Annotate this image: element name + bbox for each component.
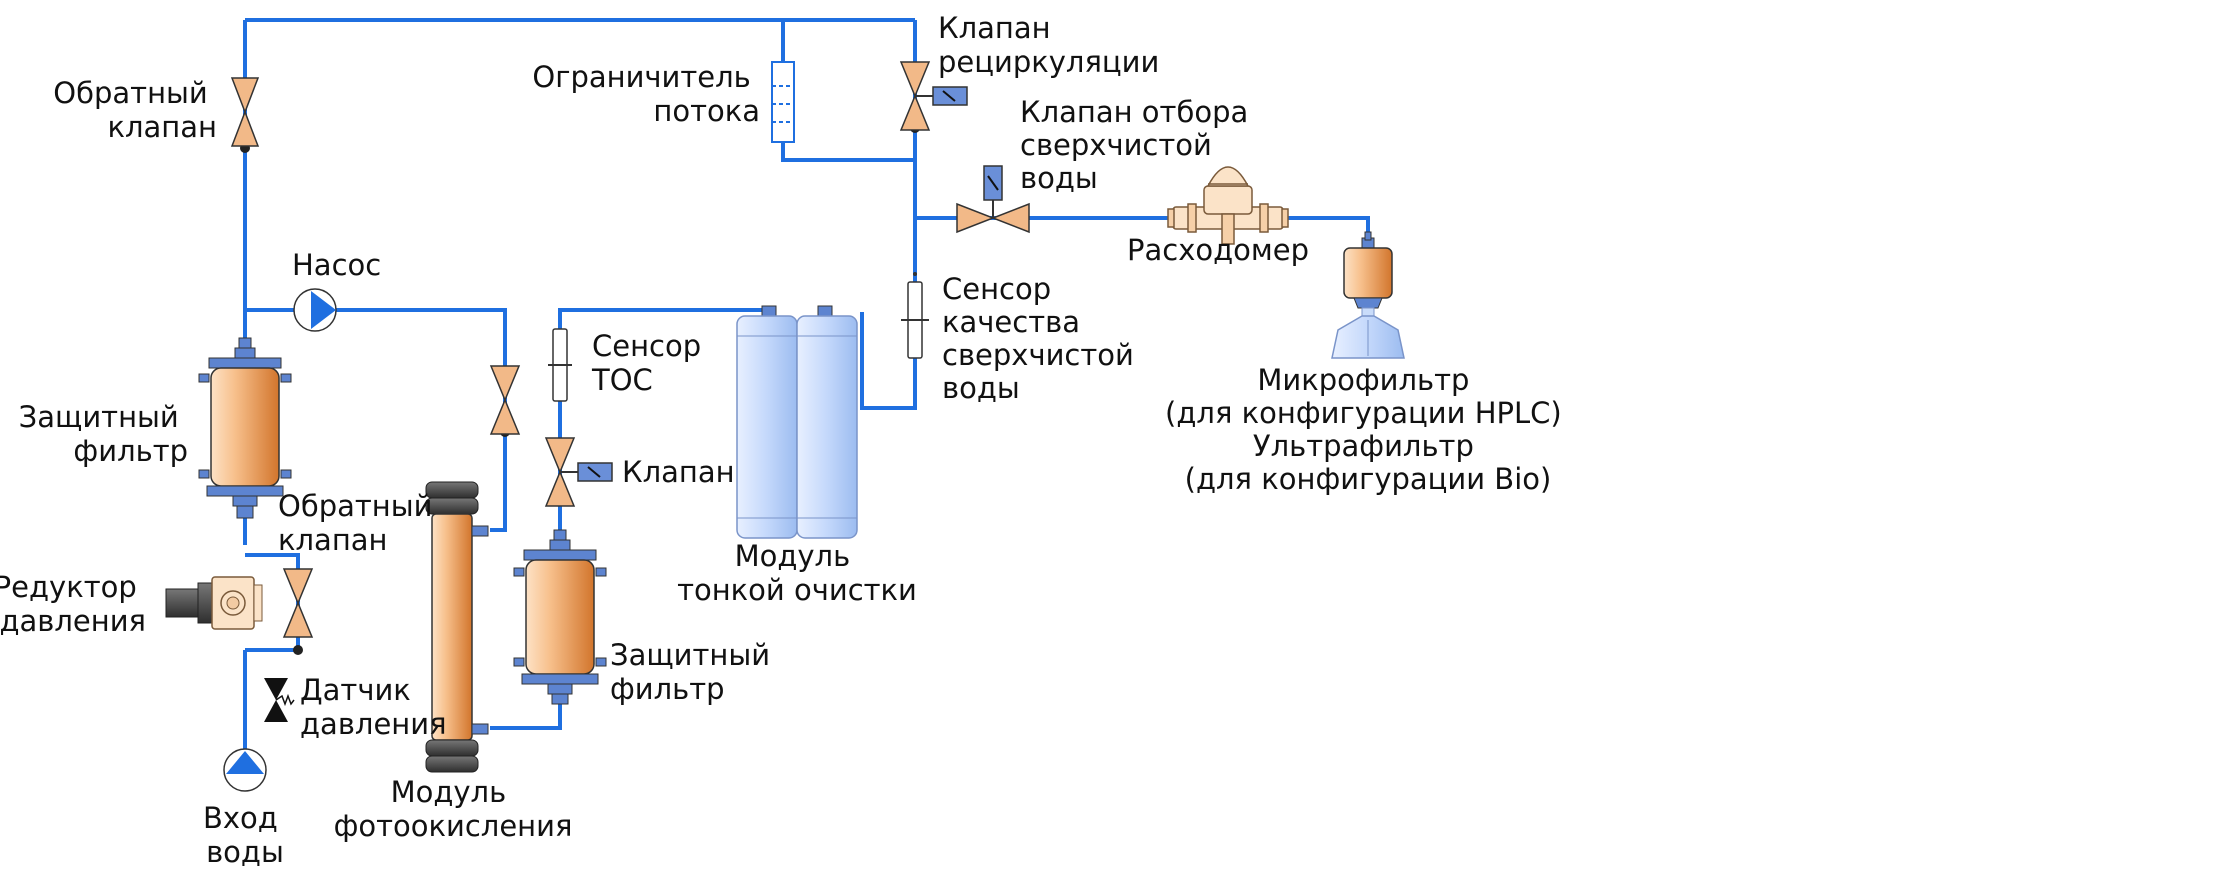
sensor-icon — [901, 272, 929, 359]
filter-cartridge-icon — [513, 529, 607, 705]
pump-icon — [293, 288, 337, 332]
pressure-sensor-icon — [264, 678, 295, 722]
label-dispense-valve: Клапан отбора сверхчистой воды — [1020, 95, 1257, 195]
label-pump: Насос — [292, 248, 381, 282]
label-valve: Клапан — [622, 455, 735, 489]
pipe-right-riser — [860, 20, 917, 410]
check-valve-icon — [230, 77, 260, 147]
final-filter-icon — [1331, 231, 1405, 359]
sensor-icon — [548, 328, 572, 402]
pipe-photo-out — [490, 700, 562, 730]
label-pressure-reducer: Редуктор давления — [0, 570, 146, 638]
junction-dot — [293, 645, 303, 655]
label-toc-sensor: Сенсор ТОС — [591, 329, 710, 397]
fine-module-icon — [736, 305, 858, 539]
uv-lamp-icon — [425, 481, 489, 773]
label-fine-module: Модуль тонкой очистки — [677, 539, 917, 607]
label-recirculation-valve: Клапан рециркуляции — [938, 11, 1159, 79]
label-photooxidation-module: Модуль фотоокисления — [334, 775, 573, 843]
pressure-reducer-icon — [165, 576, 263, 630]
pipe-limiter-branch — [781, 20, 915, 162]
check-valve-icon — [282, 568, 314, 638]
label-pressure-sensor: Датчик давления — [300, 673, 447, 741]
solenoid-valve-icon — [544, 437, 613, 507]
inlet-icon — [223, 748, 267, 792]
check-valve-icon — [489, 365, 521, 435]
label-flow-limiter: Ограничитель потока — [532, 60, 760, 128]
solenoid-valve-icon — [899, 61, 968, 131]
flow-meter-icon — [1167, 166, 1289, 245]
label-check-valve-bottom: Обратный клапан — [278, 489, 442, 557]
label-final-filter: Микрофильтр (для конфигурации HPLC) Ульт… — [1165, 363, 1571, 496]
labels: Обратный клапан Насос Защитный фильтр Об… — [0, 11, 1571, 869]
label-guard-filter-left: Защитный фильтр — [19, 400, 188, 468]
solenoid-valve-icon — [956, 165, 1030, 234]
flow-limiter-icon — [771, 61, 795, 143]
label-quality-sensor: Сенсор качества сверхчистой воды — [942, 272, 1143, 405]
label-check-valve-top: Обратный клапан — [53, 76, 217, 144]
label-flowmeter: Расходомер — [1127, 233, 1309, 267]
filter-cartridge-icon — [198, 337, 292, 519]
label-guard-filter-right: Защитный фильтр — [610, 638, 779, 706]
label-water-inlet: Вход воды — [203, 801, 287, 869]
